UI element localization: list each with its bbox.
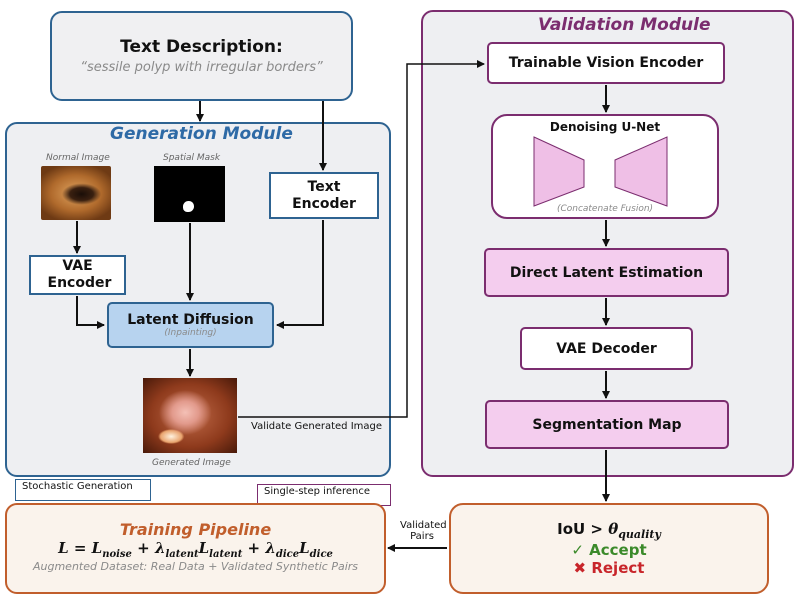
vae-encoder-label: VAE Encoder [47,258,112,291]
generation-module-title: Generation Module [110,124,293,144]
trainable-vision-encoder-box: Trainable Vision Encoder [487,42,725,84]
stochastic-generation-tag: Stochastic Generation [15,479,151,501]
denoising-unet-sublabel: (Concatenate Fusion) [556,204,654,214]
arrow-vae-to-latent [76,296,105,329]
text-description-title: Text Description: [120,37,283,57]
unet-shape-icon [533,136,668,207]
training-pipeline-box: Training Pipeline L = Lnoise + λlatentLl… [5,503,386,594]
validated-pairs-label: Validated Pairs [400,520,447,542]
text-description-box: Text Description: “sessile polyp with ir… [50,11,353,101]
training-pipeline-subtitle: Augmented Dataset: Real Data + Validated… [32,560,359,573]
arrow-text-encoder-to-latent [276,220,324,329]
reject-label: ✖ Reject [573,559,645,577]
denoising-unet-box: Denoising U-Net (Concatenate Fusion) [491,114,719,219]
training-pipeline-title: Training Pipeline [119,520,272,539]
text-encoder-label: Text Encoder [292,178,356,212]
denoising-unet-label: Denoising U-Net [549,120,661,134]
latent-diffusion-box: Latent Diffusion (Inpainting) [107,302,274,348]
validation-module-title: Validation Module [538,15,711,35]
segmentation-map-box: Segmentation Map [485,400,729,449]
latent-diffusion-label: Latent Diffusion [127,312,254,328]
generated-image [143,378,237,453]
arrow-generated-to-vision [238,60,485,418]
generated-image-label: Generated Image [152,458,231,468]
iou-condition: IoU > θquality [557,520,661,541]
iou-quality-check-box: IoU > θquality ✓ Accept ✖ Reject [449,503,769,594]
normal-image [41,166,111,220]
loss-formula: L = Lnoise + λlatentLlatent + λdiceLdice [58,539,333,560]
validate-generated-image-label: Validate Generated Image [251,421,383,432]
vae-decoder-box: VAE Decoder [520,327,693,370]
mask-blob [183,201,194,212]
text-description-quote: “sessile polyp with irregular borders” [80,60,323,75]
spatial-mask-image [154,166,225,222]
spatial-mask-label: Spatial Mask [163,153,221,163]
normal-image-label: Normal Image [46,153,110,163]
text-encoder-box: Text Encoder [269,172,379,219]
latent-diffusion-sublabel: (Inpainting) [164,328,217,338]
direct-latent-estimation-box: Direct Latent Estimation [484,248,729,297]
vae-encoder-box: VAE Encoder [29,255,126,295]
accept-label: ✓ Accept [571,541,647,559]
